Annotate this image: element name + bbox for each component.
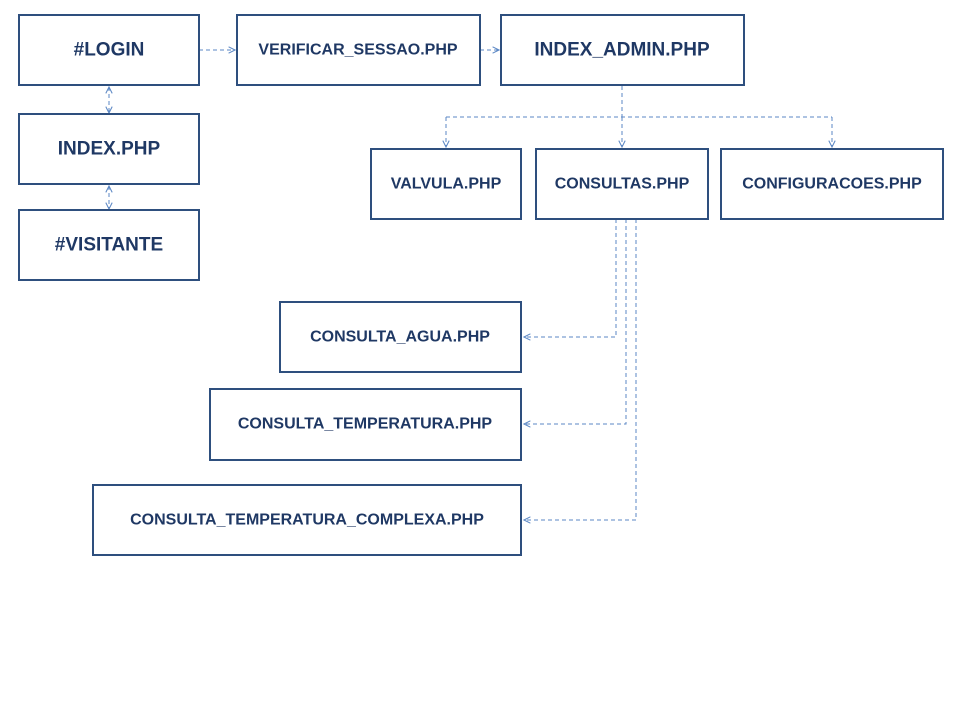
node-configuracoes[interactable]: CONFIGURACOES.PHP [720, 148, 944, 220]
node-consulta-temperatura-complexa[interactable]: CONSULTA_TEMPERATURA_COMPLEXA.PHP [92, 484, 522, 556]
nodes-layer: #LOGIN VERIFICAR_SESSAO.PHP INDEX_ADMIN.… [18, 14, 944, 556]
node-configuracoes-label: CONFIGURACOES.PHP [742, 176, 922, 193]
node-index-admin-label: INDEX_ADMIN.PHP [534, 40, 710, 61]
node-login-label: #LOGIN [74, 40, 145, 61]
node-index-admin[interactable]: INDEX_ADMIN.PHP [500, 14, 745, 86]
node-index[interactable]: INDEX.PHP [18, 113, 200, 185]
node-verificar-sessao[interactable]: VERIFICAR_SESSAO.PHP [236, 14, 481, 86]
node-visitante-label: #VISITANTE [55, 235, 163, 256]
node-valvula-label: VALVULA.PHP [391, 176, 502, 193]
node-visitante[interactable]: #VISITANTE [18, 209, 200, 281]
node-consulta-agua[interactable]: CONSULTA_AGUA.PHP [279, 301, 522, 373]
edge-consultas-to-consulta-temperatura [524, 219, 627, 424]
node-consulta-temperatura[interactable]: CONSULTA_TEMPERATURA.PHP [209, 388, 522, 461]
node-consulta-temperatura-complexa-label: CONSULTA_TEMPERATURA_COMPLEXA.PHP [130, 512, 484, 529]
edge-consultas-to-consulta-agua [524, 219, 617, 337]
edge-consultas-to-consulta-temperatura-complexa [524, 219, 637, 520]
node-consulta-temperatura-label: CONSULTA_TEMPERATURA.PHP [238, 416, 493, 433]
edge-index-admin-bus [446, 86, 832, 118]
node-login[interactable]: #LOGIN [18, 14, 200, 86]
node-valvula[interactable]: VALVULA.PHP [370, 148, 522, 220]
node-index-label: INDEX.PHP [58, 139, 161, 160]
node-consultas[interactable]: CONSULTAS.PHP [535, 148, 709, 220]
edges-layer [109, 50, 832, 520]
node-consultas-label: CONSULTAS.PHP [555, 176, 690, 193]
node-verificar-sessao-label: VERIFICAR_SESSAO.PHP [258, 42, 457, 59]
node-consulta-agua-label: CONSULTA_AGUA.PHP [310, 329, 490, 346]
